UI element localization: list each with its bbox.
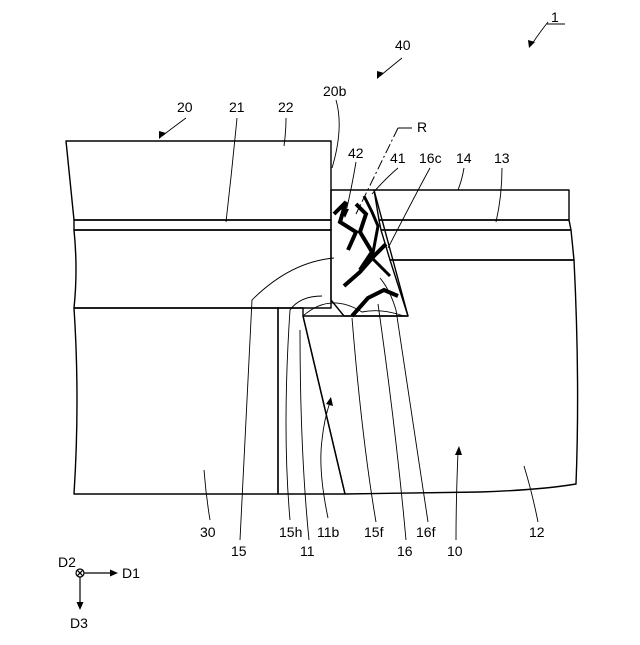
- layer-14: [374, 190, 569, 220]
- label-15: 15: [231, 543, 247, 559]
- label-d2: D2: [58, 554, 76, 570]
- label-1: 1: [551, 9, 559, 25]
- label-22: 22: [278, 99, 294, 115]
- layer-20-lower: [74, 230, 331, 308]
- layer-21: [74, 220, 331, 230]
- label-R: R: [417, 119, 427, 135]
- label-15h: 15h: [279, 524, 302, 540]
- label-12: 12: [529, 524, 545, 540]
- block-10: [303, 260, 578, 494]
- d3-arrowhead-icon: [77, 602, 84, 610]
- label-14: 14: [456, 150, 472, 166]
- label-13: 13: [494, 150, 510, 166]
- label-11b: 11b: [317, 524, 340, 540]
- d1-arrowhead-icon: [110, 570, 118, 577]
- label-16f: 16f: [416, 524, 436, 540]
- label-20b: 20b: [323, 83, 347, 99]
- layer-22: [66, 141, 331, 220]
- member-20: [66, 141, 331, 308]
- member-14: [374, 190, 574, 260]
- label-40: 40: [395, 37, 411, 53]
- direction-axes: D2 D1 D3: [58, 554, 140, 631]
- label-10: 10: [447, 543, 463, 559]
- layer-13: [379, 220, 571, 230]
- label-16: 16: [397, 543, 413, 559]
- label-11: 11: [300, 543, 315, 559]
- label-21: 21: [229, 99, 245, 115]
- label-30: 30: [200, 524, 216, 540]
- label-42: 42: [348, 145, 364, 161]
- layer-14-lower: [381, 230, 574, 260]
- label-41: 41: [390, 150, 406, 166]
- leader-lines: [159, 22, 548, 540]
- reference-labels: 1 40 20 21 22 20b R 42 41 16c 14 13 30 1…: [177, 9, 565, 559]
- label-15f: 15f: [364, 524, 384, 540]
- label-d1: D1: [122, 565, 140, 581]
- label-16c: 16c: [419, 150, 442, 166]
- label-20: 20: [177, 99, 193, 115]
- label-d3: D3: [70, 615, 88, 631]
